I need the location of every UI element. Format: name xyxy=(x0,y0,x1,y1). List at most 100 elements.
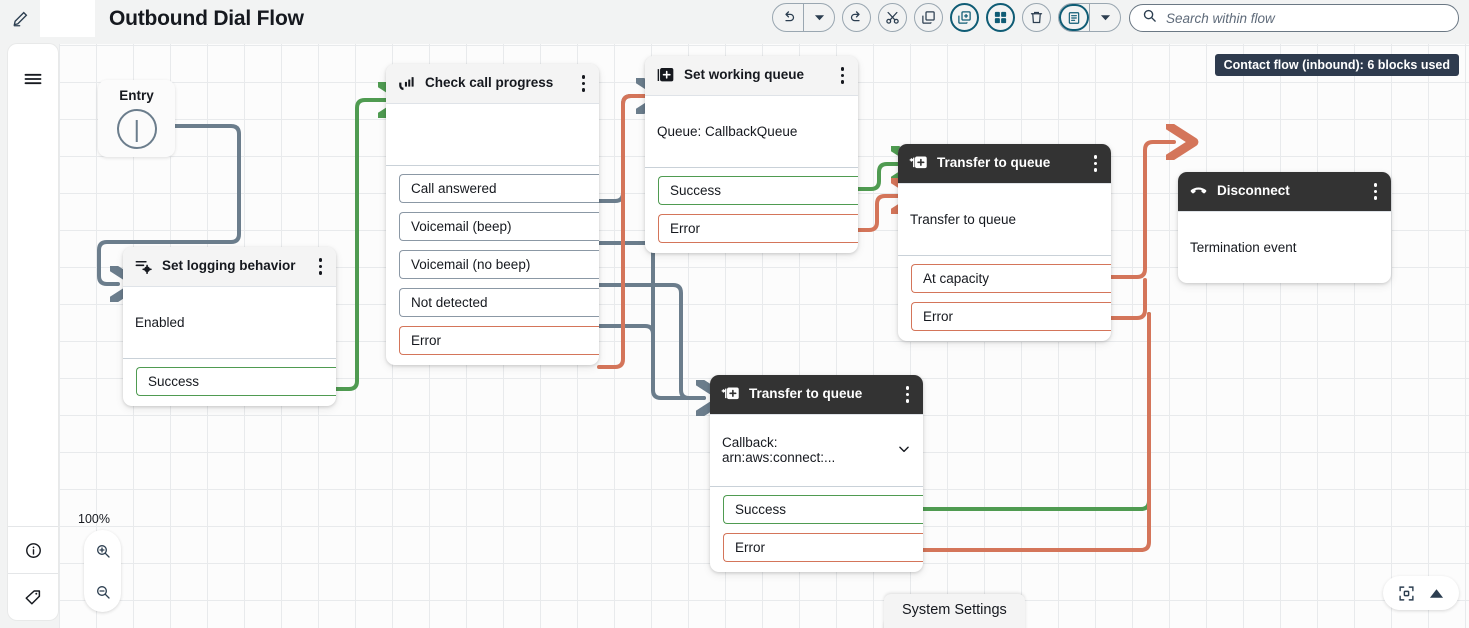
node-title: Check call progress xyxy=(425,75,554,91)
node-body-text: Enabled xyxy=(135,314,185,330)
system-settings-panel[interactable]: System Settings xyxy=(884,594,1025,628)
search-icon xyxy=(1142,8,1157,28)
trash-icon[interactable] xyxy=(1022,3,1051,32)
canvas-bottom-controls xyxy=(1383,576,1459,610)
search-box[interactable] xyxy=(1129,4,1459,32)
zoom-in-icon[interactable] xyxy=(88,536,118,566)
call-progress-icon xyxy=(397,74,416,93)
zoom-controls xyxy=(84,530,121,612)
undo-button[interactable] xyxy=(773,4,803,31)
port-voicemail-no-beep[interactable]: Voicemail (no beep) xyxy=(399,249,599,279)
triangle-up-icon[interactable] xyxy=(1429,587,1444,600)
redo-button[interactable] xyxy=(842,3,871,32)
hamburger-icon[interactable] xyxy=(8,56,58,102)
rail-divider xyxy=(8,573,58,574)
notes-dropdown-button[interactable] xyxy=(1090,4,1120,31)
node-ports: At capacity Error xyxy=(898,254,1111,341)
cut-button[interactable] xyxy=(878,3,907,32)
node-ports: Call answered Voicemail (beep) Voicemail… xyxy=(386,164,599,365)
node-ports: Success xyxy=(123,357,336,406)
undo-group xyxy=(772,3,835,32)
port-label: Success xyxy=(148,373,200,389)
rail-top-group xyxy=(8,44,58,102)
node-body: Queue: CallbackQueue xyxy=(645,94,858,167)
node-header: Check call progress xyxy=(386,64,599,103)
transfer-queue-icon xyxy=(909,154,928,173)
document-icon[interactable] xyxy=(1059,4,1089,31)
port-error[interactable]: Error xyxy=(911,301,1111,331)
port-success[interactable]: Success xyxy=(723,494,923,524)
node-transfer-to-queue-bottom[interactable]: Transfer to queue Callback: arn:aws:conn… xyxy=(710,375,923,572)
port-at-capacity[interactable]: At capacity xyxy=(911,263,1111,293)
zoom-out-icon[interactable] xyxy=(88,577,118,607)
node-title: Disconnect xyxy=(1217,183,1290,199)
port-voicemail-beep[interactable]: Voicemail (beep) xyxy=(399,211,599,241)
port-call-answered[interactable]: Call answered xyxy=(399,173,599,203)
search-input[interactable] xyxy=(1166,10,1446,26)
flow-toolbar xyxy=(772,3,1121,32)
node-body: Transfer to queue xyxy=(898,182,1111,255)
node-body[interactable]: Callback: arn:aws:connect:... xyxy=(710,413,923,486)
node-disconnect[interactable]: Disconnect Termination event xyxy=(1178,172,1391,283)
toolbar-divider xyxy=(1089,4,1090,31)
node-ports: Success Error xyxy=(710,485,923,572)
port-error[interactable]: Error xyxy=(658,213,858,243)
header-spacer xyxy=(40,0,95,37)
flow-canvas[interactable]: Contact flow (inbound): 6 blocks used En… xyxy=(59,44,1469,628)
grid-layout-button[interactable] xyxy=(986,3,1015,32)
undo-dropdown-button[interactable] xyxy=(804,4,834,31)
node-header: Set working queue xyxy=(645,56,858,95)
notes-group xyxy=(1058,3,1121,32)
zoom-level-label: 100% xyxy=(78,512,110,526)
transfer-queue-icon xyxy=(721,385,740,404)
node-transfer-to-queue-top[interactable]: Transfer to queue Transfer to queue At c… xyxy=(898,144,1111,341)
node-body: Enabled xyxy=(123,285,336,358)
node-check-call-progress[interactable]: Check call progress Call answered Voicem… xyxy=(386,64,599,365)
node-menu-button[interactable] xyxy=(1371,181,1381,202)
copy-button[interactable] xyxy=(914,3,943,32)
status-badge: Contact flow (inbound): 6 blocks used xyxy=(1214,54,1459,76)
port-label: Call answered xyxy=(411,180,497,196)
rail-bottom-group xyxy=(8,526,58,620)
port-not-detected[interactable]: Not detected xyxy=(399,287,599,317)
port-success[interactable]: Success xyxy=(658,175,858,205)
info-circle-icon[interactable] xyxy=(8,527,58,573)
node-menu-button[interactable] xyxy=(316,256,326,277)
node-title: Set working queue xyxy=(684,67,805,83)
chevron-down-icon[interactable] xyxy=(897,442,911,459)
node-set-working-queue[interactable]: Set working queue Queue: CallbackQueue S… xyxy=(645,56,858,253)
node-body-text: Callback: arn:aws:connect:... xyxy=(722,435,836,465)
node-body-text: Queue: CallbackQueue xyxy=(657,123,798,139)
port-error[interactable]: Error xyxy=(399,325,599,355)
logging-bug-icon xyxy=(134,257,153,276)
node-menu-button[interactable] xyxy=(838,65,848,86)
port-label: Success xyxy=(735,501,787,517)
node-header: Transfer to queue xyxy=(710,375,923,414)
node-entry[interactable]: Entry xyxy=(98,80,175,157)
port-label: Error xyxy=(670,220,700,236)
left-rail xyxy=(8,44,58,620)
node-menu-button[interactable] xyxy=(1091,153,1101,174)
port-success[interactable]: Success xyxy=(136,366,336,396)
node-title: Transfer to queue xyxy=(937,155,1051,171)
tag-icon[interactable] xyxy=(8,574,58,620)
page-title: Outbound Dial Flow xyxy=(109,6,304,30)
app-header: Outbound Dial Flow xyxy=(0,0,1469,37)
node-body-text: Transfer to queue xyxy=(910,211,1017,227)
pencil-icon[interactable] xyxy=(0,0,40,37)
node-body-text: Termination event xyxy=(1190,239,1297,255)
port-label: Voicemail (no beep) xyxy=(411,256,531,272)
toolbar-divider xyxy=(803,4,804,31)
fit-to-screen-icon[interactable] xyxy=(1398,585,1415,602)
node-header: Disconnect xyxy=(1178,172,1391,211)
node-menu-button[interactable] xyxy=(903,384,913,405)
port-label: At capacity xyxy=(923,270,990,286)
port-label: Error xyxy=(923,308,953,324)
port-error[interactable]: Error xyxy=(723,532,923,562)
duplicate-add-button[interactable] xyxy=(950,3,979,32)
port-label: Success xyxy=(670,182,722,198)
queue-add-icon xyxy=(656,66,675,85)
node-menu-button[interactable] xyxy=(579,73,589,94)
node-title: Set logging behavior xyxy=(162,258,296,274)
node-set-logging-behavior[interactable]: Set logging behavior Enabled Success xyxy=(123,247,336,406)
